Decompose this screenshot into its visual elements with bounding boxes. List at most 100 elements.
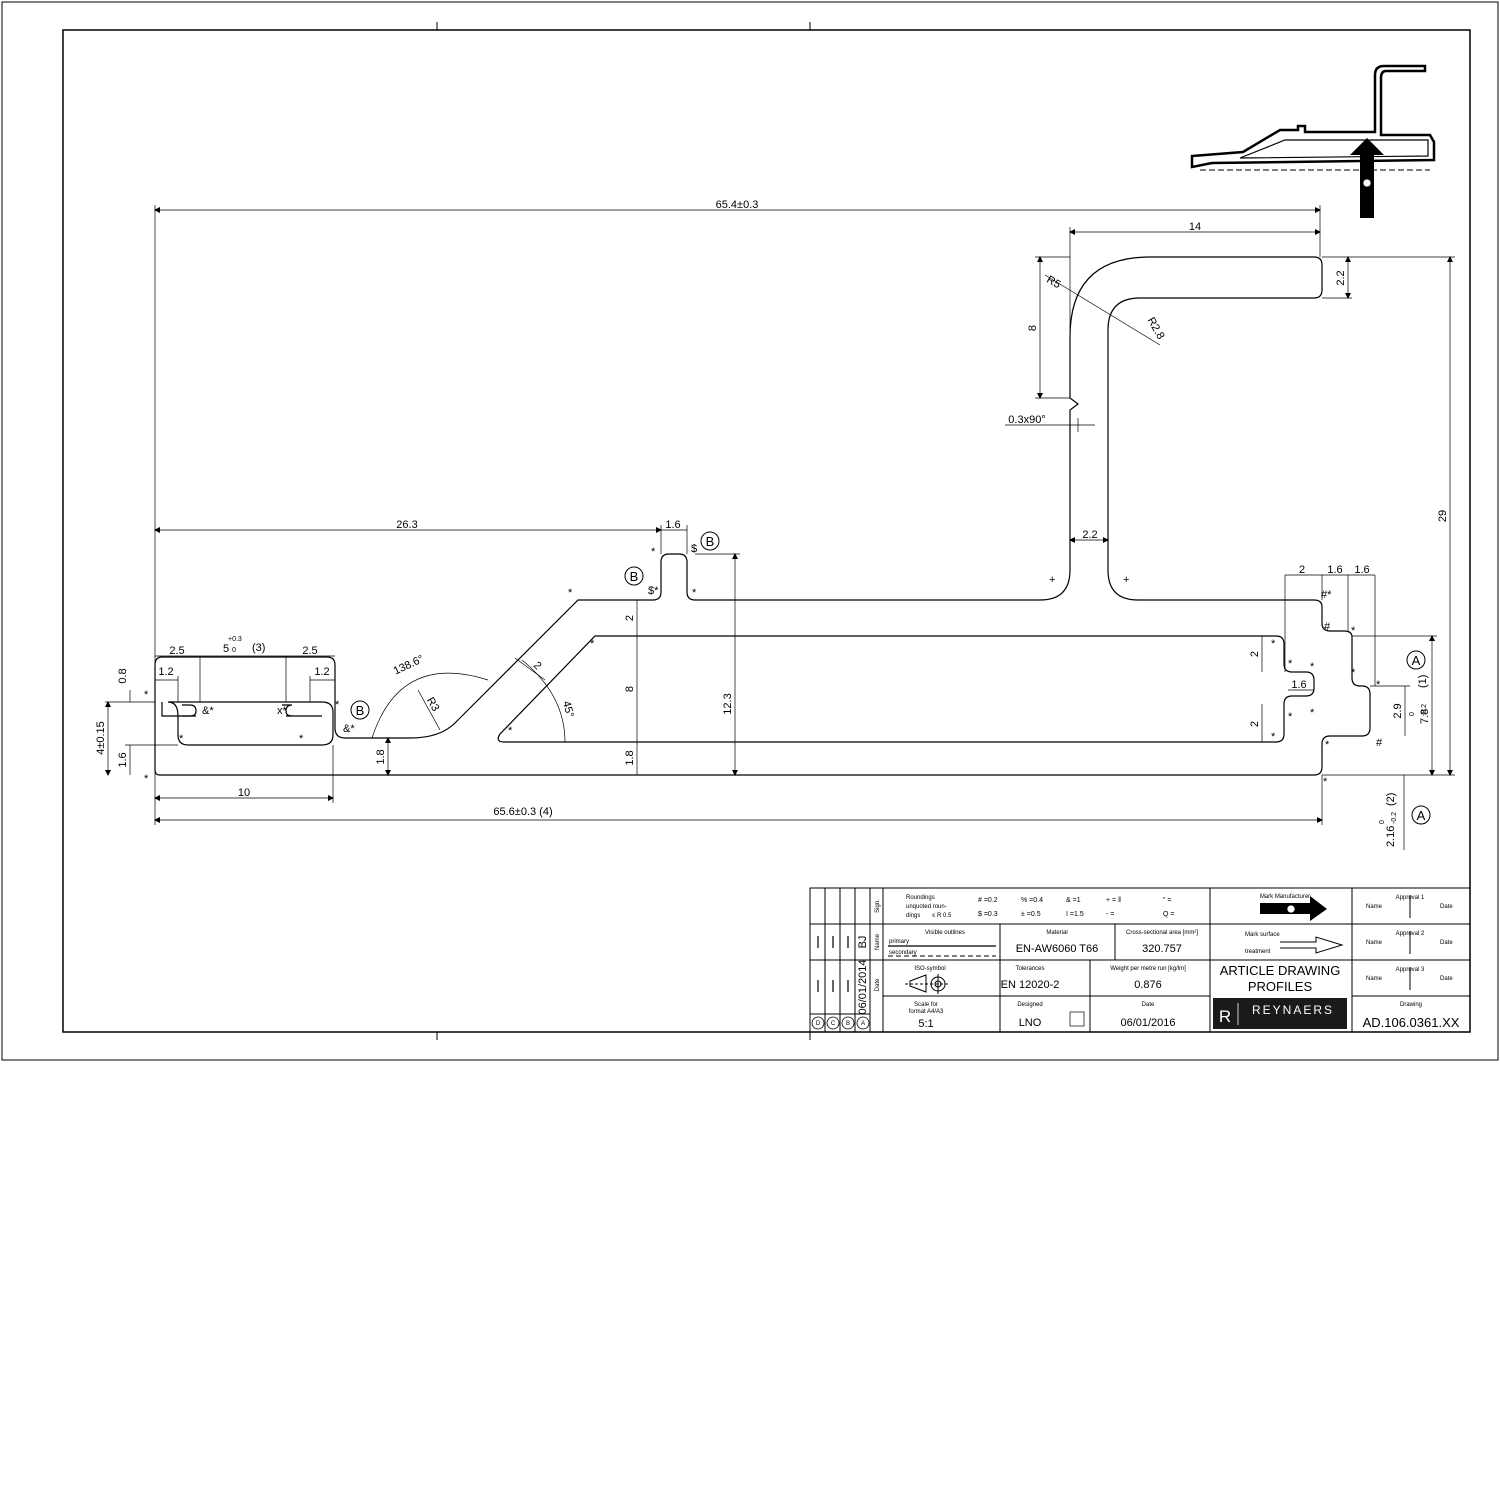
mark-manufacturer-label: Mark Manufacturer <box>1260 894 1310 900</box>
rounding-value-hash: # =0.2 <box>978 897 998 904</box>
material-value: EN-AW6060 T66 <box>1016 943 1099 955</box>
dim-right-2b: 2 <box>1249 721 1261 727</box>
approval3-label: Approval 3 <box>1396 967 1425 973</box>
rounding-star: * <box>1271 638 1276 650</box>
sign-label: Sign. <box>875 899 881 913</box>
rounding-star: * <box>179 733 184 745</box>
drawing-number: AD.106.0361.XX <box>1363 1015 1460 1030</box>
brand-logo: R REYNAERS <box>1213 998 1347 1029</box>
brand-logo-letter: R <box>1219 1007 1231 1026</box>
mark-surface-label: Mark surface <box>1245 932 1280 938</box>
thumbnail-profile-shape <box>1190 64 1436 169</box>
dim-right-16b: 1.6 <box>1354 564 1369 576</box>
dim-right-78-note: (1) <box>1417 675 1429 688</box>
dim-web-thickness: 2.2 <box>1082 529 1097 541</box>
revision-mark-a: A <box>861 1021 865 1027</box>
rounding-hash-star: #* <box>1321 589 1332 601</box>
rounding-star: * <box>1310 661 1315 673</box>
dim-angle-45: 45° <box>560 700 576 719</box>
revision-mark-c: C <box>831 1021 836 1027</box>
date-label-2: Date <box>1142 1002 1155 1008</box>
dim-slot-mid-tol-low: 0 <box>232 647 236 654</box>
revision-mark-d: D <box>816 1021 821 1027</box>
dim-right-2a: 2 <box>1249 651 1261 657</box>
approval1-label: Approval 1 <box>1396 895 1425 901</box>
dim-right-216-tol-up: 0 <box>1379 820 1386 824</box>
title-block <box>809 887 1471 1033</box>
approval1-date-label: Date <box>1440 904 1453 910</box>
thumbnail-mark-circle <box>1362 178 1372 188</box>
sheet-inner-border <box>62 29 1471 1033</box>
profile-inner-chamber <box>497 635 1315 743</box>
rounding-value-i: I =1.5 <box>1066 911 1084 918</box>
dim-slot-mid: 5 <box>223 643 229 655</box>
rounding-value-quote: " = <box>1163 897 1172 904</box>
dimension-lines <box>105 205 1455 850</box>
rounding-star: * <box>1288 658 1293 670</box>
dim-right-78-tol-up: 0 <box>1409 712 1416 716</box>
dim-right-16-mid: 1.6 <box>1291 679 1306 691</box>
thumbnail-mark-arrow <box>1350 138 1384 218</box>
date-label: Date <box>875 978 881 991</box>
rounding-value-dash: - = <box>1106 911 1114 918</box>
rounding-star: * <box>1351 667 1356 679</box>
dim-right-29: 2.9 <box>1392 703 1404 718</box>
profile-outer-contour <box>154 256 1371 776</box>
dim-edge-right: 1.2 <box>314 666 329 678</box>
date-value: 06/01/2016 <box>1120 1017 1175 1029</box>
visible-outlines-label: Visible outlines <box>925 930 965 936</box>
dim-slot-mid-note: (3) <box>252 642 265 654</box>
tolerances-label: Tolerances <box>1015 966 1044 972</box>
designed-label: Designed <box>1017 1002 1042 1008</box>
approval2-name-label: Name <box>1366 940 1383 946</box>
rounding-star: * <box>568 587 573 599</box>
dim-wall-2: 2 <box>531 659 544 672</box>
rounding-star: * <box>1271 731 1276 743</box>
rounding-dollar: $ <box>691 543 697 555</box>
profile-thumbnail <box>1190 64 1436 218</box>
dim-slot-mid-tol-up: +0.3 <box>228 636 242 643</box>
area-label: Cross-sectional area [mm²] <box>1126 930 1198 936</box>
weight-value: 0.876 <box>1134 979 1162 991</box>
datum-a-label: A <box>1417 808 1426 823</box>
dim-right-216: 2.16 <box>1385 826 1397 847</box>
rounding-star: * <box>144 773 149 785</box>
approval2-date-label: Date <box>1440 940 1453 946</box>
primary-label: primary <box>889 939 909 945</box>
revision-date: 06/01/2014 <box>857 959 869 1014</box>
rounding-value-q: Q = <box>1163 911 1174 918</box>
rounding-plus: + <box>1123 574 1129 586</box>
thumbnail-profile-inner <box>1239 139 1429 159</box>
dim-leg-8: 8 <box>1027 325 1039 331</box>
profile-slot-web <box>161 702 322 717</box>
area-value: 320.757 <box>1142 943 1182 955</box>
rounding-star: * <box>651 546 656 558</box>
designed-value: LNO <box>1019 1017 1042 1029</box>
rounding-x-star: x* <box>277 705 288 717</box>
rounding-symbols: * * * * &* x* * &* * * * * $* $ * + + #*… <box>144 543 1383 788</box>
material-label: Material <box>1046 930 1067 936</box>
brand-name: REYNAERS <box>1252 1003 1334 1017</box>
scale-value: 5:1 <box>918 1018 933 1030</box>
dim-overall-top: 65.4±0.3 <box>716 199 759 211</box>
rounding-plus: + <box>1049 574 1055 586</box>
treatment-label: treatment <box>1245 949 1271 955</box>
dim-chamfer: 0.3x90° <box>1008 414 1045 426</box>
rounding-hash: # <box>1376 737 1383 749</box>
rounding-star: * <box>692 587 697 599</box>
iso-label: ISO-symbol <box>914 966 945 972</box>
rounding-star: * <box>1288 711 1293 723</box>
rounding-star: * <box>1323 776 1328 788</box>
dim-slot-right: 2.5 <box>302 645 317 657</box>
rounding-star: * <box>1310 707 1315 719</box>
dim-overall-bottom: 65.6±0.3 (4) <box>493 806 552 818</box>
name-label: Name <box>875 933 881 950</box>
approval2-label: Approval 2 <box>1396 931 1425 937</box>
dimension-texts: 65.4±0.3 14 29 2.2 R5 R2.8 8 0.3x90° 2.2… <box>95 199 1449 847</box>
dim-rib-width: 1.6 <box>665 519 680 531</box>
datum-markers <box>350 531 1431 825</box>
dim-height-total: 29 <box>1437 510 1449 522</box>
revision-signer: BJ <box>857 936 869 949</box>
roundings-le: ≤ R 0.5 <box>932 913 952 919</box>
